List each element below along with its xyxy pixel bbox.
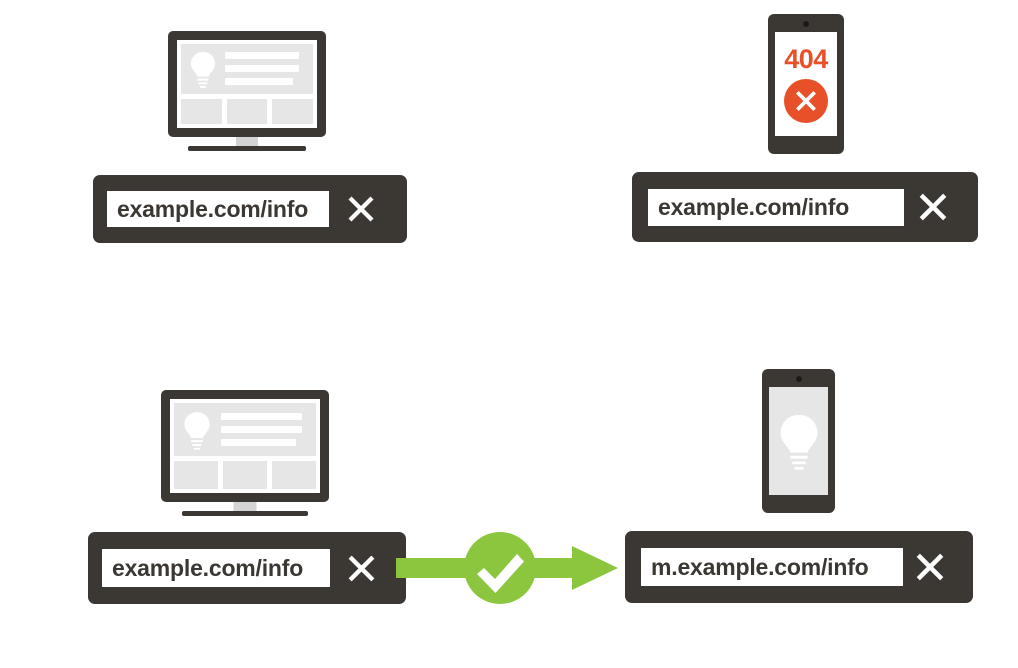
close-x-icon[interactable]: [903, 551, 957, 583]
monitor-screen: [177, 40, 317, 128]
screen-card: [272, 461, 316, 489]
url-bar-top-right[interactable]: example.com/info: [632, 172, 978, 242]
url-input-bottom-right[interactable]: m.example.com/info: [641, 548, 903, 586]
monitor-frame: [161, 390, 329, 502]
url-input-bottom-left[interactable]: example.com/info: [102, 549, 330, 587]
screen-card: [181, 98, 222, 124]
monitor-neck: [233, 502, 257, 512]
url-bar-bottom-left[interactable]: example.com/info: [88, 532, 406, 604]
screen-hero-row: [174, 403, 316, 457]
bulb-icon: [780, 414, 817, 470]
phone-camera-icon: [803, 21, 809, 27]
text-line: [224, 52, 299, 60]
url-text: m.example.com/info: [651, 553, 869, 580]
url-text: example.com/info: [658, 193, 850, 220]
phone-screen-content: [769, 387, 828, 495]
screen-card-row: [174, 461, 316, 489]
screen-hero-row: [181, 44, 313, 94]
check-circle-icon: [464, 532, 536, 604]
screen-card: [174, 461, 218, 489]
screen-card: [223, 461, 267, 489]
close-x-icon[interactable]: [904, 191, 962, 223]
arrow-right-icon: [572, 546, 618, 590]
phone-body: [762, 369, 835, 513]
url-input-top-left[interactable]: example.com/info: [107, 191, 329, 227]
text-line: [224, 65, 299, 73]
url-bar-bottom-right[interactable]: m.example.com/info: [625, 531, 973, 603]
bulb-icon: [181, 49, 225, 89]
text-line: [220, 413, 302, 421]
screen-text-lines: [220, 413, 316, 447]
monitor-frame: [168, 31, 326, 137]
bulb-icon: [174, 409, 221, 451]
monitor-screen: [170, 399, 320, 493]
error-code-text: 404: [784, 43, 828, 74]
close-x-icon[interactable]: [329, 194, 393, 224]
error-circle-x-icon: [784, 78, 828, 123]
close-x-icon[interactable]: [330, 553, 392, 584]
monitor-base: [188, 146, 306, 151]
monitor-base: [182, 511, 308, 516]
desktop-monitor-bottom-left: [161, 390, 329, 516]
phone-camera-icon: [795, 376, 802, 382]
phone-body: 404: [768, 14, 844, 154]
redirect-connector: [396, 524, 624, 612]
screen-card-row: [181, 98, 314, 124]
screen-text-lines: [224, 52, 313, 86]
check-icon: [477, 554, 524, 593]
url-input-top-right[interactable]: example.com/info: [648, 188, 904, 226]
screen-card: [226, 98, 268, 124]
smartphone-top-right: 404: [768, 14, 844, 154]
url-text: example.com/info: [112, 554, 304, 581]
screen-card: [272, 98, 314, 124]
smartphone-bottom-right: [762, 369, 835, 513]
monitor-neck: [236, 137, 258, 147]
phone-screen-error: 404: [775, 32, 837, 136]
url-text: example.com/info: [117, 195, 309, 222]
text-line: [220, 426, 302, 434]
text-line: [220, 439, 296, 447]
desktop-monitor-top-left: [168, 31, 326, 151]
url-bar-top-left[interactable]: example.com/info: [93, 175, 407, 243]
text-line: [224, 78, 294, 86]
